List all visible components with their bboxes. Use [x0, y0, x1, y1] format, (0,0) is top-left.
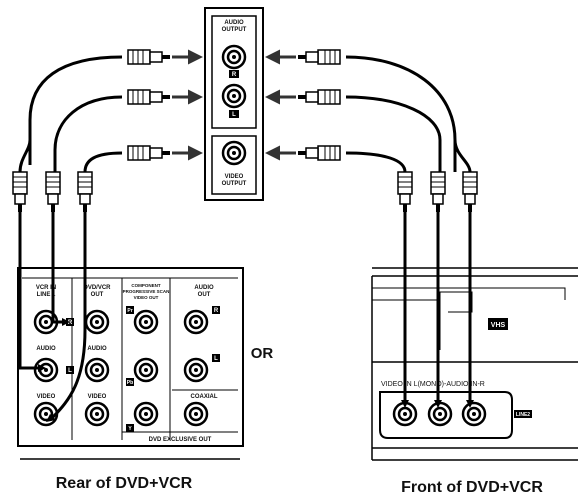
line2-tag: LINE2 [516, 412, 530, 418]
rear-vcr-in-video-jack[interactable] [33, 401, 59, 427]
front-cable-plug-l [297, 89, 341, 105]
or-label: OR [251, 345, 274, 362]
rear-y-jack[interactable] [133, 401, 159, 427]
front-plug-3 [462, 171, 478, 213]
rear-audio-out-label: AUDIO [194, 285, 214, 291]
front-audio-r-jack[interactable] [461, 401, 487, 427]
rear-pb-tag: Pb [127, 380, 133, 386]
cable-plug-audio-r [127, 49, 171, 65]
rear-dvdvcr-out-label: DVD/VCR [83, 285, 111, 291]
rear-pr-tag: Pr [127, 308, 132, 314]
rear-cables [18, 55, 123, 173]
rear-cable-ends [18, 212, 87, 420]
rear-plug-3 [77, 171, 93, 213]
tv-r-tag: R [232, 72, 237, 78]
rear-audio-out-l-jack[interactable] [183, 357, 209, 383]
video-output-label-1: VIDEO [225, 174, 244, 180]
rear-r-tag: R [68, 320, 73, 326]
rear-plug-1 [12, 171, 28, 213]
audio-output-label-1: AUDIO [224, 20, 244, 26]
tv-l-tag: L [232, 112, 236, 118]
video-output-label-2: OUTPUT [222, 181, 247, 187]
front-plug-1 [397, 171, 413, 213]
front-cable-ends [403, 212, 472, 402]
rear-coaxial-label: COAXIAL [191, 394, 218, 400]
rear-l-tag: L [68, 368, 72, 374]
rear-video-label-a: VIDEO [37, 394, 56, 400]
rear-caption: Rear of DVD+VCR [56, 475, 193, 492]
front-plug-2 [430, 171, 446, 213]
tv-audio-r-jack[interactable] [221, 44, 247, 70]
rear-audio-l-tag: L [214, 356, 218, 362]
vhs-logo: VHS [491, 322, 506, 329]
rear-component-label: COMPONENT [131, 283, 161, 288]
rear-out-r-jack[interactable] [84, 309, 110, 335]
front-cable-plug-video [297, 145, 341, 161]
rear-vcr-in-label: VCR IN [36, 285, 56, 291]
rear-video-out-label: VIDEO OUT [134, 295, 159, 300]
rear-audio-label-b: AUDIO [87, 346, 107, 352]
rear-audio-out-r-jack[interactable] [183, 309, 209, 335]
rear-plug-2 [45, 171, 61, 213]
tv-video-jack[interactable] [221, 140, 247, 166]
front-caption: Front of DVD+VCR [401, 479, 543, 496]
rear-progressive-label: PROGRESSIVE SCAN [123, 289, 170, 294]
front-jack-labels: VIDEO IN L(MONO)-AUDIO IN-R [381, 381, 485, 388]
audio-output-label-2: OUTPUT [222, 27, 247, 33]
front-cables [345, 55, 472, 173]
tv-audio-l-jack[interactable] [221, 83, 247, 109]
cable-plug-video [127, 145, 171, 161]
rear-pr-jack[interactable] [133, 309, 159, 335]
rear-audio-out-2-label: OUT [198, 292, 211, 298]
rear-out-video-jack[interactable] [84, 401, 110, 427]
rear-audio-label-a: AUDIO [36, 346, 56, 352]
rear-y-tag: Y [128, 426, 132, 432]
rear-out-l-jack[interactable] [84, 357, 110, 383]
rear-pb-jack[interactable] [133, 357, 159, 383]
rear-line1-label: LINE 1 [37, 292, 56, 298]
rear-dvd-exclusive-label: DVD EXCLUSIVE OUT [149, 437, 212, 443]
rear-audio-r-tag: R [214, 308, 219, 314]
front-cable-plug-r [297, 49, 341, 65]
front-panel: VHS VIDEO IN L(MONO)-AUDIO IN-R LINE2 [371, 267, 578, 461]
front-audio-l-jack[interactable] [427, 401, 453, 427]
cable-plug-audio-l [127, 89, 171, 105]
rear-coaxial-jack[interactable] [183, 401, 209, 427]
rear-out-label: OUT [91, 292, 104, 298]
rear-video-label-b: VIDEO [88, 394, 107, 400]
tv-output-panel: AUDIO OUTPUT R L VIDEO OUTPUT [204, 7, 264, 201]
